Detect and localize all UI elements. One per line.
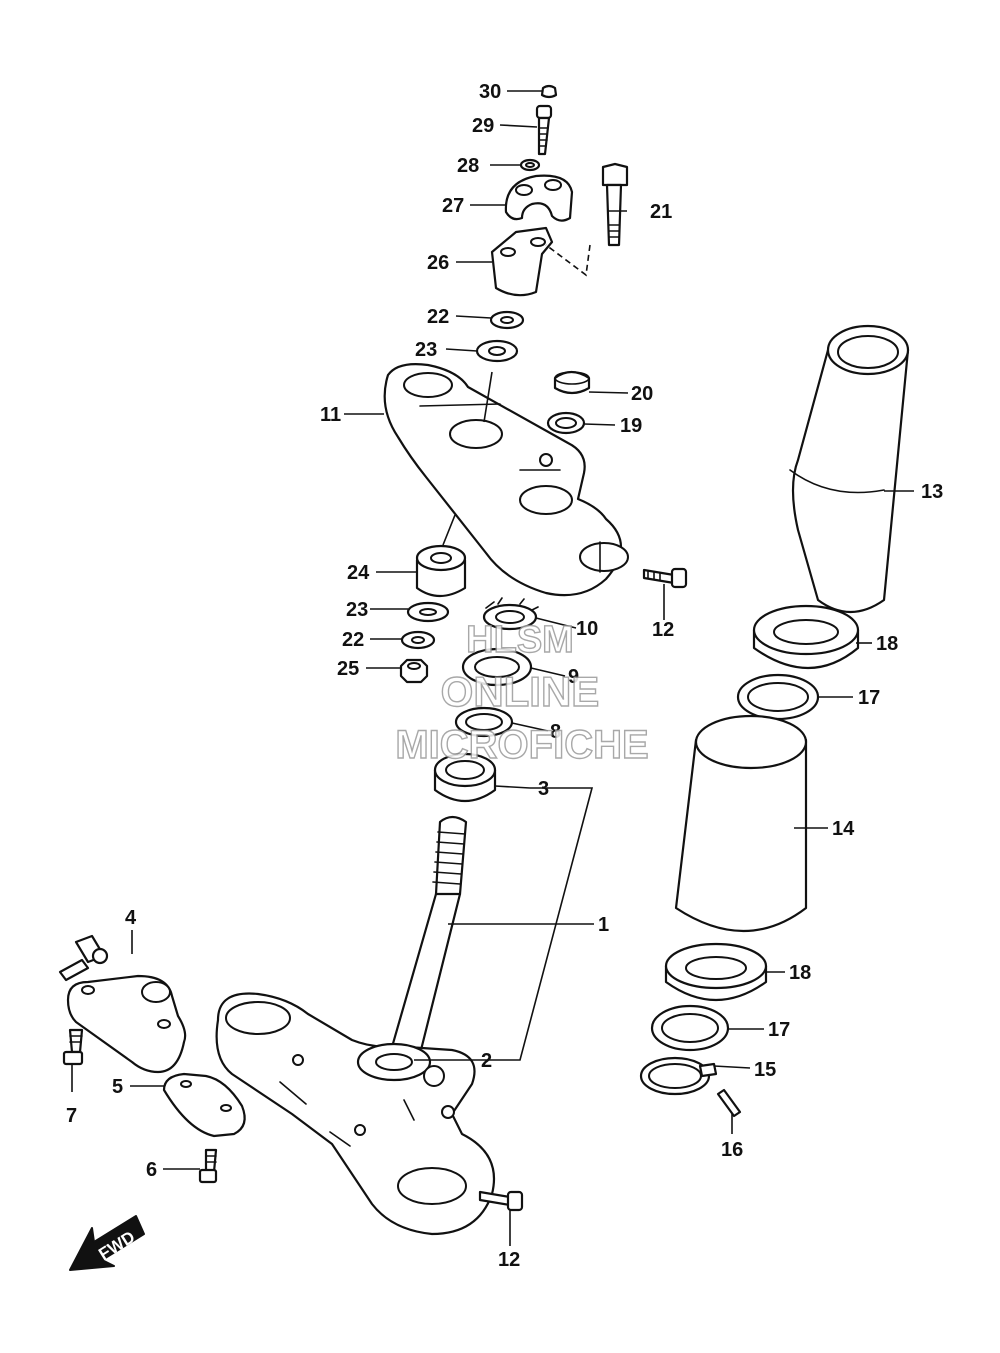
part-12-bolt-lower xyxy=(478,1190,524,1212)
callout-8: 8 xyxy=(550,721,561,743)
part-29-bolt xyxy=(535,104,553,156)
callout-29: 29 xyxy=(472,115,494,137)
callout-18-upper: 18 xyxy=(876,633,898,655)
fwd-arrow-icon: FWD xyxy=(69,1215,145,1271)
callout-3: 3 xyxy=(538,778,549,800)
callout-7: 7 xyxy=(66,1105,77,1127)
part-15-clamp xyxy=(639,1056,718,1096)
callout-13: 13 xyxy=(921,481,943,503)
callout-9: 9 xyxy=(568,666,579,688)
part-17-ring-lower xyxy=(650,1004,730,1052)
callout-labels: 30 29 28 27 21 26 22 23 20 19 11 13 24 2… xyxy=(66,81,943,1271)
part-24-spacer xyxy=(415,544,467,598)
part-18-fork-collar-lower xyxy=(664,942,768,1001)
watermark-line-3: MICROFICHE xyxy=(395,723,648,767)
callout-25: 25 xyxy=(337,658,359,680)
part-22-washer-upper xyxy=(489,310,525,330)
part-19-washer xyxy=(546,411,586,435)
part-4-ignition-switch xyxy=(58,934,187,1074)
part-18-fork-collar-upper xyxy=(752,604,860,670)
part-1-steering-stem xyxy=(388,815,468,1056)
callout-15: 15 xyxy=(754,1059,776,1081)
leader-lines xyxy=(71,90,914,1246)
callout-14: 14 xyxy=(832,818,855,840)
part-6-bolt xyxy=(198,1148,218,1184)
callout-1: 1 xyxy=(598,914,609,936)
callout-17-lower: 17 xyxy=(768,1019,790,1041)
callout-5: 5 xyxy=(112,1076,123,1098)
callout-22-upper: 22 xyxy=(427,306,449,328)
part-10-stem-nut xyxy=(482,597,539,631)
callout-27: 27 xyxy=(442,195,464,217)
part-30-cap xyxy=(540,84,558,99)
callout-12-upper: 12 xyxy=(652,619,674,641)
callout-22-lower: 22 xyxy=(342,629,364,651)
part-28-washer xyxy=(519,158,541,172)
callout-21: 21 xyxy=(650,201,672,223)
part-13-fork-cover-upper xyxy=(789,324,910,613)
part-12-bolt-upper xyxy=(642,567,688,589)
part-25-nut xyxy=(399,658,429,684)
part-3-bearing xyxy=(433,752,497,802)
part-23-washer-upper xyxy=(475,339,519,363)
callout-10: 10 xyxy=(576,618,598,640)
part-27-handlebar-holder-upper xyxy=(504,174,574,222)
part-11-upper-bracket xyxy=(383,363,629,597)
callout-19: 19 xyxy=(620,415,642,437)
watermark-line-2: ONLINE xyxy=(441,668,600,715)
watermark-line-1: HLSM xyxy=(466,619,574,661)
callout-17-upper: 17 xyxy=(858,687,880,709)
watermark: HLSM ONLINE MICROFICHE xyxy=(395,618,650,767)
part-26-handlebar-holder-lower xyxy=(490,226,554,297)
part-21-bolt xyxy=(545,162,629,277)
part-8-bearing xyxy=(454,706,514,738)
callout-20: 20 xyxy=(631,383,653,405)
callout-18-lower: 18 xyxy=(789,962,811,984)
callout-24: 24 xyxy=(347,562,370,584)
part-7-screw xyxy=(62,1028,84,1066)
callout-30: 30 xyxy=(479,81,501,103)
part-5-switch-cover xyxy=(162,1072,246,1138)
callout-16: 16 xyxy=(721,1139,743,1161)
callout-2: 2 xyxy=(481,1050,492,1072)
part-22-washer-lower xyxy=(400,630,436,650)
callout-6: 6 xyxy=(146,1159,157,1181)
callout-11: 11 xyxy=(320,404,341,426)
callout-23-lower: 23 xyxy=(346,599,368,621)
callout-12-lower: 12 xyxy=(498,1249,520,1271)
callout-4: 4 xyxy=(125,907,137,929)
callout-23-upper: 23 xyxy=(415,339,437,361)
part-16-screw xyxy=(716,1088,742,1118)
part-17-ring-upper xyxy=(736,673,820,721)
part-23-washer-lower xyxy=(406,601,450,623)
callout-26: 26 xyxy=(427,252,449,274)
callout-28: 28 xyxy=(457,155,479,177)
part-2-lower-bracket xyxy=(215,992,496,1236)
part-9-dust-seal xyxy=(461,647,533,687)
part-20-cap xyxy=(553,370,591,395)
part-14-fork-cover-lower xyxy=(674,714,808,932)
